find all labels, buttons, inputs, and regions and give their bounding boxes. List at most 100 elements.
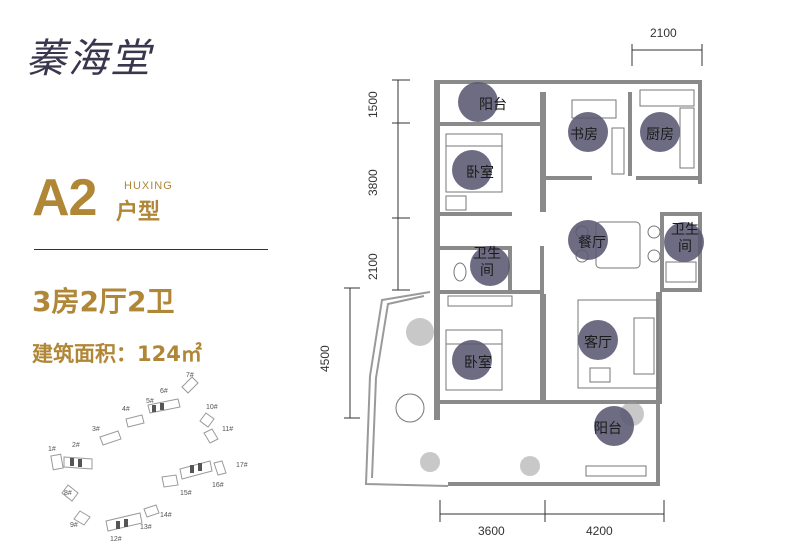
room-bath-left[interactable]: 卫生间 bbox=[473, 246, 501, 279]
building-block bbox=[203, 428, 219, 444]
building-no-7: 7# bbox=[186, 372, 194, 379]
highlight-unit bbox=[160, 403, 164, 410]
highlight-unit bbox=[78, 459, 82, 467]
building-block bbox=[61, 484, 79, 502]
wall bbox=[434, 290, 440, 420]
bathtub bbox=[665, 261, 697, 283]
room-balcony-top[interactable]: 阳台 bbox=[479, 97, 507, 113]
balcony-curve bbox=[364, 291, 449, 487]
dim-bottom-1: 3600 bbox=[478, 524, 505, 538]
nightstand bbox=[445, 195, 467, 211]
highlight-unit bbox=[152, 405, 156, 412]
room-marker bbox=[594, 406, 634, 446]
wardrobe bbox=[447, 295, 513, 307]
room-marker bbox=[640, 112, 680, 152]
wall bbox=[438, 246, 512, 250]
building-block bbox=[199, 412, 215, 428]
building-no-11: 11# bbox=[222, 426, 233, 433]
building-block bbox=[125, 414, 145, 428]
unit-area: 建筑面积：124㎡ bbox=[32, 342, 202, 366]
bookshelf bbox=[611, 127, 625, 175]
room-marker bbox=[568, 220, 608, 260]
highlight-unit bbox=[124, 519, 128, 527]
site-plan-map: 1# 2# 3# 4# 5# 6# 7# 8# 9# 10# 11# 12# 1… bbox=[48, 372, 248, 543]
room-living[interactable]: 客厅 bbox=[584, 335, 612, 351]
bed bbox=[445, 329, 503, 391]
room-kitchen[interactable]: 厨房 bbox=[646, 127, 674, 143]
wall bbox=[508, 246, 512, 290]
building-no-14: 14# bbox=[160, 512, 172, 519]
dim-bottom-2: 4200 bbox=[586, 524, 613, 538]
wall bbox=[438, 400, 546, 404]
wall bbox=[438, 212, 512, 216]
building-block bbox=[213, 460, 227, 476]
bed bbox=[445, 133, 503, 193]
wall bbox=[540, 92, 546, 212]
sofa bbox=[633, 317, 655, 375]
building-no-8: 8# bbox=[64, 490, 72, 497]
wall bbox=[438, 80, 638, 84]
room-marker bbox=[568, 112, 608, 152]
toilet bbox=[453, 262, 467, 282]
highlight-unit bbox=[70, 458, 74, 466]
wall bbox=[438, 122, 546, 126]
building-no-17: 17# bbox=[236, 462, 248, 469]
kitchen-counter bbox=[639, 89, 695, 107]
wall bbox=[544, 400, 662, 404]
dim-left-1: 1500 bbox=[366, 91, 380, 118]
building-no-12: 12# bbox=[110, 536, 122, 543]
room-bedroom-1[interactable]: 卧室 bbox=[466, 165, 494, 181]
building-block bbox=[99, 430, 122, 446]
highlight-unit bbox=[190, 465, 194, 473]
wall bbox=[656, 404, 660, 484]
building-no-9: 9# bbox=[70, 522, 78, 529]
unit-type-cn: 户型 bbox=[116, 200, 161, 225]
room-marker bbox=[470, 246, 510, 286]
wall bbox=[540, 246, 544, 294]
room-marker bbox=[458, 82, 498, 122]
room-bath-right[interactable]: 卫生间 bbox=[671, 222, 699, 255]
room-bedroom-2[interactable]: 卧室 bbox=[464, 355, 492, 371]
building-no-2: 2# bbox=[72, 442, 80, 449]
building-no-15: 15# bbox=[180, 490, 192, 497]
dim-left-3: 2100 bbox=[366, 253, 380, 280]
wall bbox=[634, 80, 702, 84]
building-block bbox=[73, 510, 91, 526]
highlight-unit bbox=[198, 463, 202, 471]
wall bbox=[656, 292, 662, 404]
dim-left-4: 4500 bbox=[318, 345, 332, 372]
wall bbox=[698, 80, 702, 184]
wall bbox=[628, 92, 632, 176]
plant-icon bbox=[406, 318, 434, 346]
building-no-16: 16# bbox=[212, 482, 224, 489]
plant-icon bbox=[520, 456, 540, 476]
round-table bbox=[395, 393, 425, 423]
building-no-13: 13# bbox=[140, 524, 152, 531]
chair bbox=[647, 225, 661, 239]
wall bbox=[438, 290, 544, 294]
plant-icon bbox=[420, 452, 440, 472]
wall bbox=[660, 288, 702, 292]
wall bbox=[540, 294, 546, 404]
building-no-5: 5# bbox=[146, 398, 154, 405]
building-no-10: 10# bbox=[206, 404, 218, 411]
wall bbox=[660, 212, 702, 216]
dim-left-2: 3800 bbox=[366, 169, 380, 196]
room-marker bbox=[664, 222, 704, 262]
room-marker bbox=[578, 320, 618, 360]
armchair bbox=[589, 367, 611, 383]
brand-logo: 蓁海堂 bbox=[26, 36, 152, 82]
wall bbox=[660, 212, 664, 292]
dim-top: 2100 bbox=[650, 26, 677, 40]
balcony-curve-inner bbox=[371, 295, 425, 479]
room-balcony-bottom[interactable]: 阳台 bbox=[594, 421, 622, 437]
room-study[interactable]: 书房 bbox=[570, 127, 598, 143]
building-no-3: 3# bbox=[92, 426, 100, 433]
wall bbox=[540, 176, 592, 180]
room-dining[interactable]: 餐厅 bbox=[578, 235, 606, 251]
chair bbox=[647, 249, 661, 263]
building-block bbox=[50, 453, 64, 471]
unit-type-en: HUXING bbox=[124, 180, 173, 192]
wall bbox=[636, 176, 702, 180]
